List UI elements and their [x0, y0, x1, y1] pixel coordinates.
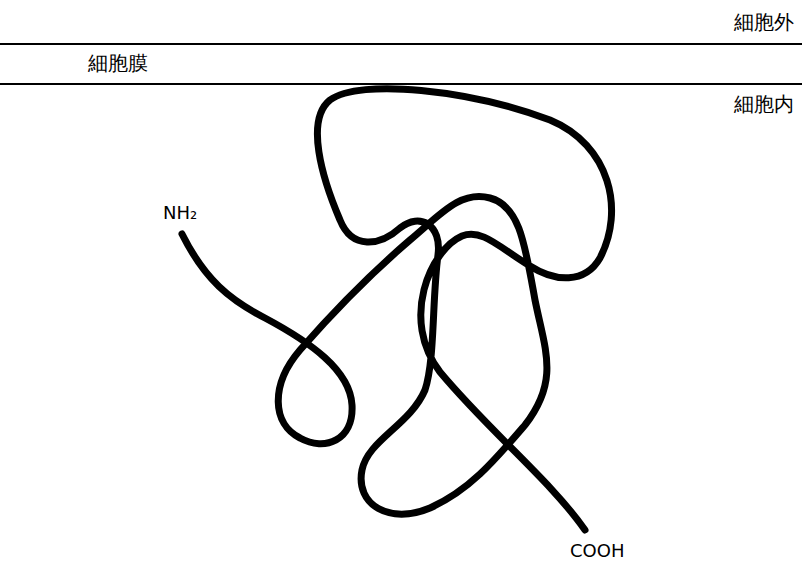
region-label: 細胞内: [734, 92, 794, 116]
region-label: 細胞膜: [88, 51, 148, 75]
protein-chain: [182, 89, 612, 530]
terminus-label: NH₂: [163, 202, 197, 224]
terminus-label: COOH: [570, 540, 624, 562]
region-label: 細胞外: [734, 10, 794, 34]
membrane-outer-line: [0, 43, 802, 45]
membrane-inner-line: [0, 83, 802, 85]
